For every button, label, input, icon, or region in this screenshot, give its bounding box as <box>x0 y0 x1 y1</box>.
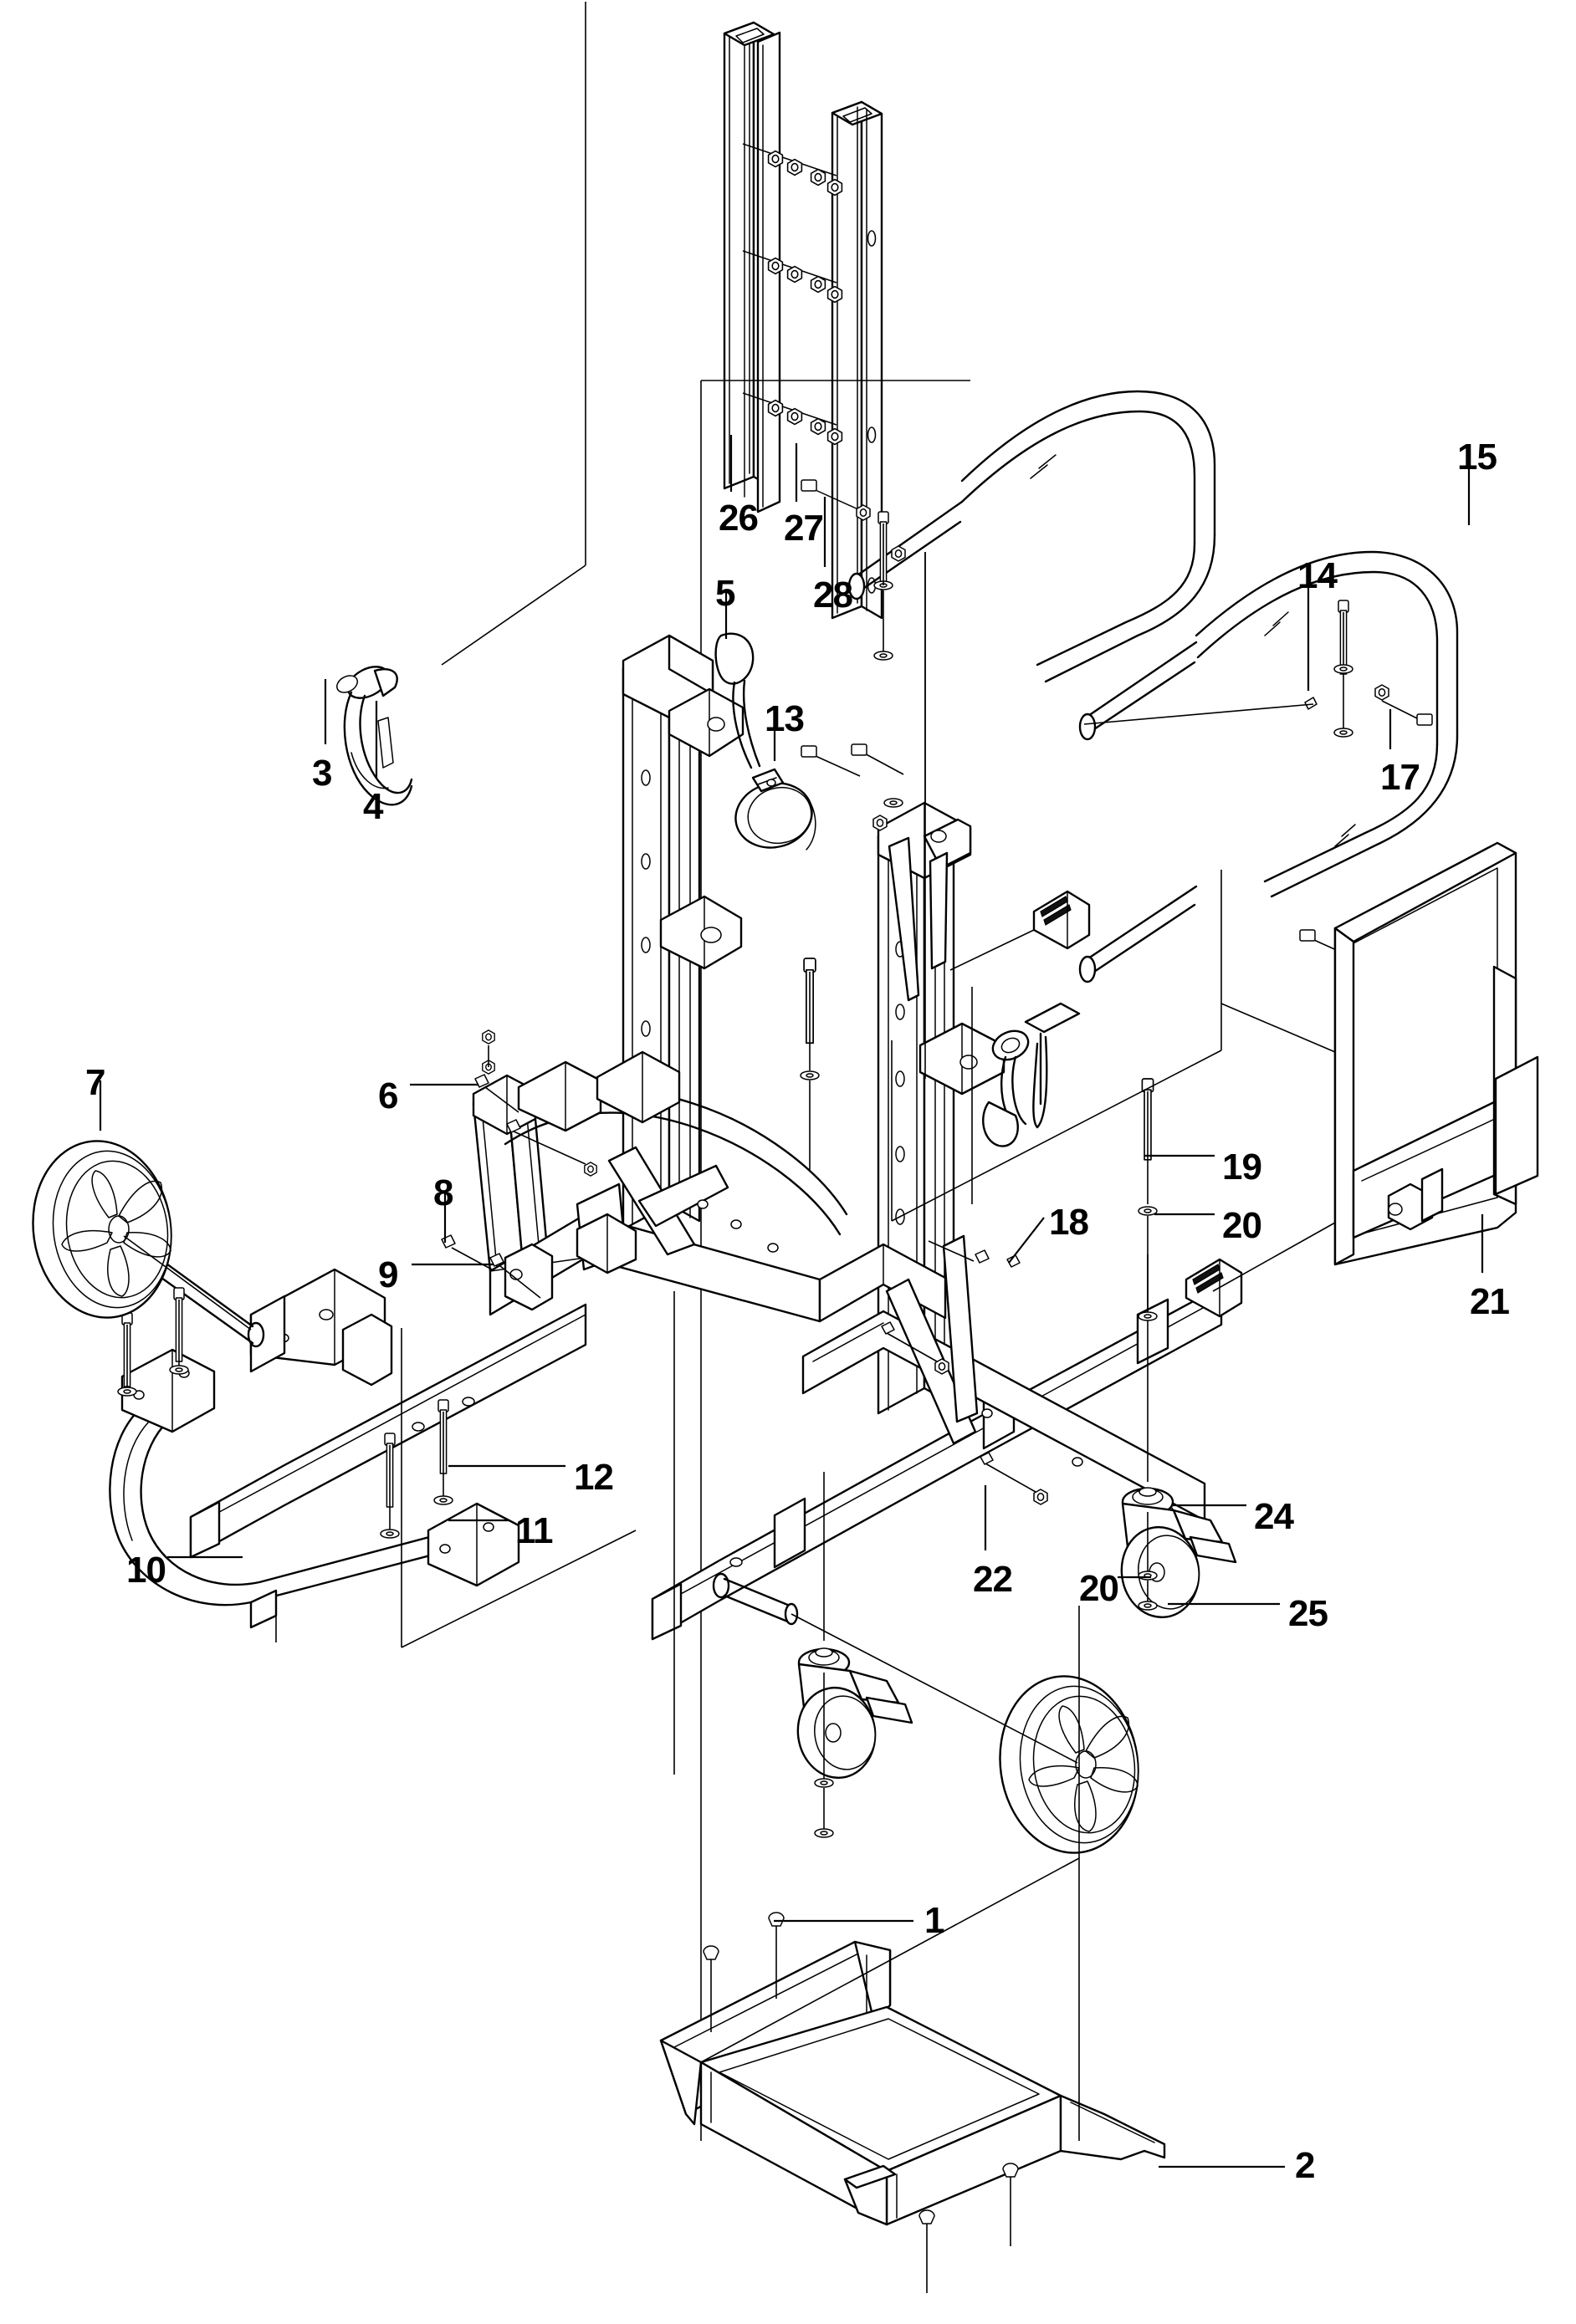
handlebar-fastener-top <box>801 479 906 661</box>
callout-12: 12 <box>574 1457 614 1498</box>
callout-2: 2 <box>1295 2145 1316 2186</box>
callout-10: 10 <box>126 1550 166 1591</box>
explode-guide-lines <box>275 2 1336 2141</box>
base-beam-right <box>651 1285 1223 1641</box>
base-beam-cross <box>801 1234 1206 1522</box>
callout-5: 5 <box>715 573 736 614</box>
callout-6: 6 <box>378 1075 399 1116</box>
cable-clip-strap <box>714 632 761 769</box>
callout-28: 28 <box>813 575 853 615</box>
locking-pin-assembly <box>949 890 1243 1318</box>
retaining-pin-and-lanyard <box>336 666 413 806</box>
callout-21: 21 <box>1470 1281 1510 1322</box>
swivel-caster-center <box>796 1472 913 1838</box>
central-frame-saddle <box>472 1050 947 1323</box>
caster-stud-bolt-19 <box>1138 1078 1158 1321</box>
callout-19: 19 <box>1222 1147 1262 1188</box>
handlebar-fastener-mid <box>801 743 904 831</box>
callout-22: 22 <box>973 1559 1013 1600</box>
base-beam-axle-left <box>104 1218 393 1387</box>
callout-24: 24 <box>1254 1496 1294 1537</box>
callout-17: 17 <box>1380 757 1420 798</box>
large-wheel-left <box>32 1140 252 1331</box>
callout-4: 4 <box>363 786 384 827</box>
callout-20: 20 <box>1222 1205 1262 1246</box>
swivel-caster-right <box>1120 1254 1237 1619</box>
callout-13: 13 <box>765 698 805 739</box>
hose-clamp-ring <box>734 768 816 850</box>
callout-11: 11 <box>515 1510 554 1551</box>
handlebar-tube-rear <box>847 390 1216 683</box>
mast-fastener-row-2 <box>742 250 843 304</box>
callout-3: 3 <box>312 753 333 794</box>
bumper-bolt-stack-right <box>380 1399 453 1539</box>
callout-26: 26 <box>719 498 759 539</box>
callout-1: 1 <box>924 1900 945 1941</box>
beam-screws <box>881 1321 1048 1505</box>
callout-8: 8 <box>433 1172 454 1213</box>
callout-9: 9 <box>378 1254 399 1295</box>
mast-fastener-row-3 <box>742 392 843 446</box>
mast-fastener-row-1 <box>742 143 843 197</box>
mast-channel-right <box>831 100 883 620</box>
lower-bumper-bar <box>109 1348 520 1629</box>
callout-leaders <box>99 435 1484 2168</box>
callout-27: 27 <box>784 508 824 549</box>
callout-25: 25 <box>1288 1593 1328 1634</box>
tray-assembly <box>659 1940 1166 2226</box>
callout-20-lower: 20 <box>1079 1568 1119 1609</box>
callout-14: 14 <box>1297 555 1338 596</box>
callout-18: 18 <box>1049 1202 1089 1243</box>
handlebar-tube-front-15 <box>1078 550 1459 983</box>
column-bolt-center <box>800 958 820 1171</box>
callout-7: 7 <box>85 1062 106 1103</box>
callout-15: 15 <box>1457 437 1497 478</box>
base-beam-left <box>189 1303 587 1559</box>
shelf-frame-panel <box>1220 841 1539 1266</box>
tray-screws <box>703 1912 1019 2293</box>
bumper-bolt-stack-left <box>117 1287 189 1397</box>
handlebar-fastener-14-17 <box>1083 600 1433 738</box>
